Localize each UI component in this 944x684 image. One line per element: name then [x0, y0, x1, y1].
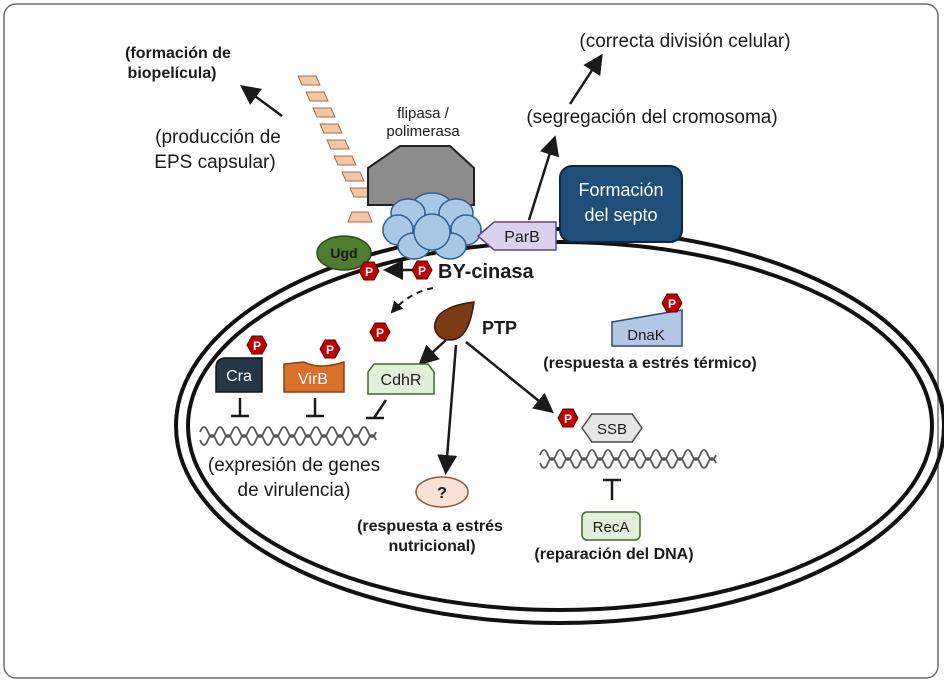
eps-label-line1: (producción de — [155, 127, 281, 148]
cra-protein — [215, 357, 263, 393]
ptp-label: PTP — [482, 318, 517, 338]
reca-protein — [581, 511, 641, 541]
ptp-phosphatase — [434, 301, 475, 341]
division-label: (correcta división celular) — [579, 31, 790, 52]
dna-repair-label: (reparación del DNA) — [534, 546, 693, 563]
septum-formation-box — [559, 165, 683, 243]
ssb-protein — [581, 413, 643, 443]
polimerasa-label: polimerasa — [386, 123, 460, 140]
svg-text:P: P — [564, 412, 572, 426]
eps-chain — [297, 75, 373, 223]
svg-text:P: P — [668, 297, 676, 311]
nutritional-label-line2: nutricional) — [388, 538, 475, 555]
eps-label-line2: EPS capsular) — [154, 152, 275, 173]
unknown-label: ? — [437, 485, 447, 502]
dna-virulence — [199, 426, 377, 446]
dnak-label: DnaK — [627, 327, 665, 344]
cdhr-label: CdhR — [381, 372, 422, 389]
kinase-phospho: P — [411, 260, 433, 280]
reca-inhibition — [603, 478, 621, 500]
cdhr-inhibition — [366, 399, 388, 420]
dnak-phospho: P — [661, 293, 683, 313]
eps-to-biofilm-arrow — [239, 85, 283, 118]
svg-text:P: P — [418, 264, 426, 278]
biofilm-label-line2: biopelícula) — [128, 65, 217, 82]
heat-stress-label: (respuesta a estrés térmico) — [543, 355, 756, 372]
parb-label: ParB — [504, 229, 540, 246]
cdhr-protein — [367, 363, 435, 395]
by-kinase-complex — [382, 192, 482, 260]
svg-text:P: P — [376, 326, 384, 340]
parb-protein — [476, 221, 557, 251]
svg-text:P: P — [326, 343, 334, 357]
by-kinase-label: BY-cinasa — [438, 261, 534, 283]
septum-label-line1: Formación — [578, 180, 663, 200]
flipasa-label: flipasa / — [397, 105, 450, 122]
svg-text:P: P — [253, 339, 261, 353]
ssb-phospho: P — [557, 408, 579, 428]
ugd-phospho: P — [358, 261, 380, 281]
ptp-to-cdhr-arrow — [418, 339, 447, 366]
free-phospho: P — [369, 322, 391, 342]
virulence-label-line1: (expresión de genes — [208, 455, 380, 476]
cra-label: Cra — [226, 368, 252, 385]
cra-phospho: P — [246, 335, 268, 355]
segregation-to-division-arrow — [568, 53, 603, 105]
dna-repair — [539, 449, 717, 469]
nutritional-label-line1: (respuesta a estrés — [357, 518, 503, 535]
septum-label-line2: del septo — [584, 205, 657, 225]
ugd-label: Ugd — [330, 245, 357, 261]
virb-label: VirB — [298, 371, 328, 388]
parb-to-segregation-arrow — [527, 135, 560, 221]
virb-protein — [283, 360, 345, 393]
svg-text:P: P — [365, 265, 373, 279]
biofilm-label-line1: (formación de — [125, 45, 231, 62]
ssb-label: SSB — [597, 421, 627, 438]
virulence-label-line2: de virulencia) — [238, 480, 351, 501]
segregation-label: (segregación del cromosoma) — [526, 107, 777, 128]
ptp-to-ssb-arrow — [465, 341, 554, 414]
unknown-target — [415, 476, 469, 508]
flipasa-polimerasa — [367, 145, 475, 206]
dnak-protein — [611, 309, 683, 347]
virb-inhibition — [306, 398, 324, 418]
dephosphorylation-arrow — [390, 287, 434, 314]
cra-inhibition — [231, 398, 249, 418]
reca-label: RecA — [593, 519, 630, 536]
ugd-protein — [316, 235, 372, 271]
ptp-to-unknown-arrow — [437, 344, 458, 475]
virb-phospho: P — [319, 339, 341, 359]
